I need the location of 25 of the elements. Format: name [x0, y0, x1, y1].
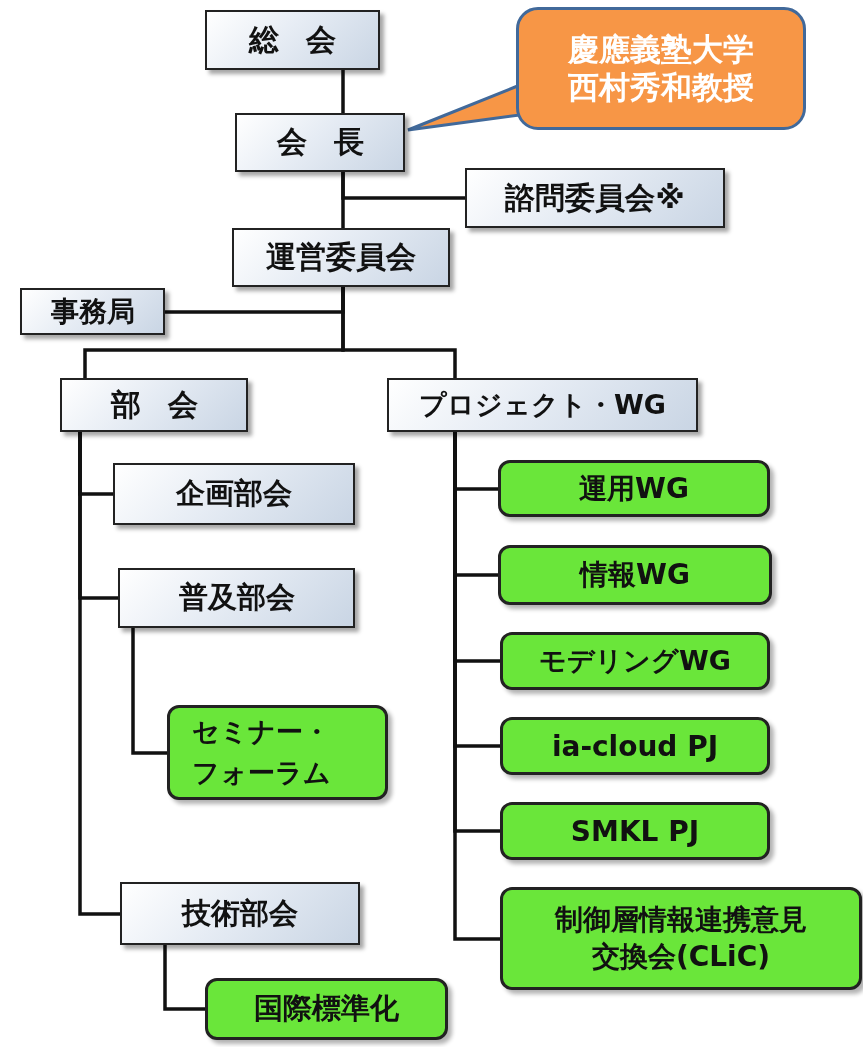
group-box: ia-cloud PJ	[500, 717, 770, 775]
org-box: 企画部会	[113, 463, 355, 525]
org-box: 諮問委員会※	[465, 168, 725, 228]
org-box: 総会	[205, 10, 380, 70]
org-box: 運営委員会	[232, 228, 450, 287]
group-box: 国際標準化	[205, 978, 448, 1040]
org-box: 部会	[60, 378, 248, 432]
connector-line	[341, 287, 457, 378]
group-box: SMKL PJ	[500, 802, 770, 860]
callout-bubble: 慶應義塾大学西村秀和教授	[516, 7, 806, 130]
org-box: プロジェクト・WG	[387, 378, 698, 432]
connector-line	[163, 945, 205, 1011]
group-box: セミナー・フォーラム	[167, 705, 388, 800]
connector-line	[341, 70, 345, 113]
org-box: 普及部会	[118, 568, 355, 628]
group-box: 情報WG	[498, 545, 772, 605]
group-box: モデリングWG	[500, 632, 770, 690]
connector-line	[131, 628, 167, 755]
connector-line	[341, 172, 345, 228]
org-box: 事務局	[20, 288, 165, 335]
org-box: 会長	[235, 113, 405, 172]
connector-line	[78, 432, 120, 916]
org-box: 技術部会	[120, 882, 360, 945]
group-box: 制御層情報連携意見交換会(CLiC)	[500, 887, 862, 990]
group-box: 運用WG	[498, 460, 770, 517]
